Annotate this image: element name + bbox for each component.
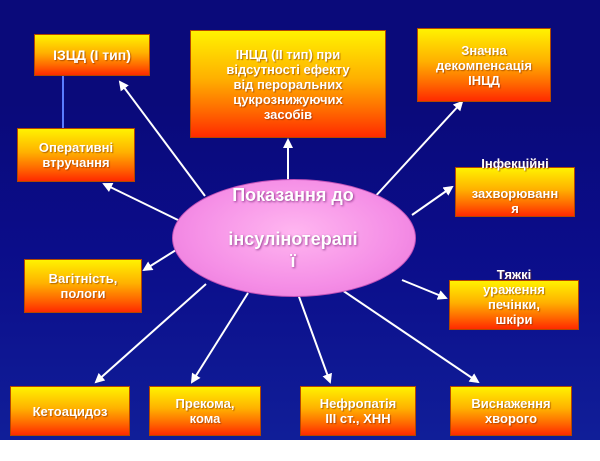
center-label: Показання до інсулінотерапі ї — [228, 185, 358, 271]
connector-line — [62, 76, 64, 128]
box-nephropathy: Нефропатія ІІІ ст., ХНН — [300, 386, 416, 436]
center-ellipse — [172, 179, 416, 297]
box-decompensation: Значна декомпенсація ІНЦД — [417, 28, 551, 102]
arrow-to-ketoacidosis — [94, 283, 207, 384]
box-ketoacidosis: Кетоацидоз — [10, 386, 130, 436]
arrow-to-exhaustion — [341, 289, 480, 384]
arrow-to-infectious — [411, 185, 454, 216]
arrow-to-surgery — [102, 183, 181, 222]
box-exhaustion-label: Виснаження хворого — [471, 396, 551, 426]
arrow-to-severe-lesions — [401, 279, 448, 300]
box-infectious: Інфекційні захворювaнн я — [455, 156, 575, 217]
arrow-to-izcd — [118, 80, 206, 197]
box-decompensation-label: Значна декомпенсація ІНЦД — [436, 42, 532, 88]
box-severe-lesions: Тяжкі ураження печінки, шкіри — [449, 267, 579, 330]
box-infectious-label: Інфекційні захворювaнн я — [471, 156, 559, 216]
slide-bottom-margin — [0, 440, 600, 461]
arrow-to-nephropathy — [297, 293, 332, 384]
box-incd-no-effect: ІНЦД (ІІ тип) при відсутності ефекту від… — [190, 30, 386, 138]
box-surgery-label: Оперативні втручання — [38, 140, 114, 170]
box-incd-no-effect-label: ІНЦД (ІІ тип) при відсутності ефекту від… — [226, 46, 350, 122]
box-izcd-label: ІЗЦД (І тип) — [53, 46, 131, 63]
arrow-to-precoma — [190, 292, 249, 384]
arrow-to-pregnancy — [142, 249, 177, 272]
box-pregnancy-label: Вагітність, пологи — [48, 271, 118, 301]
box-izcd: ІЗЦД (І тип) — [34, 34, 150, 76]
box-ketoacidosis-label: Кетоацидоз — [32, 403, 108, 419]
box-pregnancy: Вагітність, пологи — [24, 259, 142, 313]
arrow-to-decompensation — [371, 100, 464, 201]
box-surgery: Оперативні втручання — [17, 128, 135, 182]
box-precoma-label: Прекома, кома — [175, 396, 235, 426]
box-severe-lesions-label: Тяжкі ураження печінки, шкіри — [483, 267, 545, 327]
box-nephropathy-label: Нефропатія ІІІ ст., ХНН — [319, 396, 397, 426]
box-exhaustion: Виснаження хворого — [450, 386, 572, 436]
box-precoma: Прекома, кома — [149, 386, 261, 436]
